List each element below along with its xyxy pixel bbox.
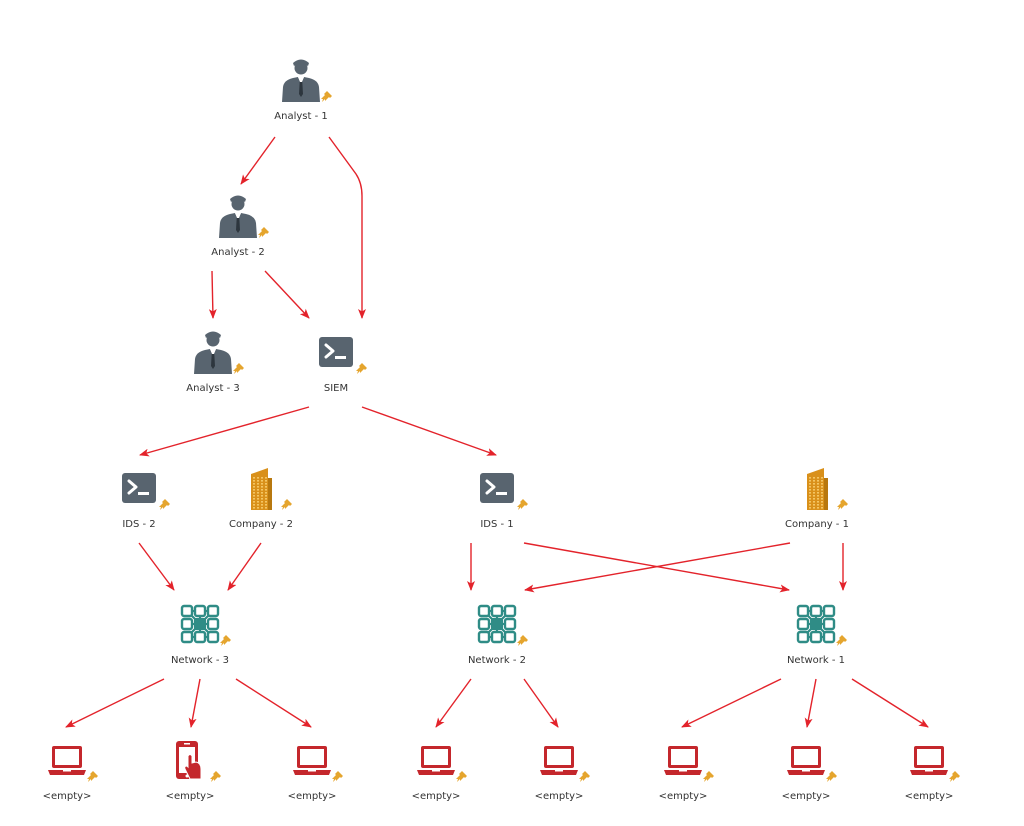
terminal-icon xyxy=(122,473,156,503)
edge-network3-to-e1[interactable] xyxy=(65,678,165,728)
edge-network3-to-e2[interactable] xyxy=(188,678,201,728)
terminal-icon xyxy=(319,337,353,367)
node-label: SIEM xyxy=(324,383,348,394)
pin-icon[interactable] xyxy=(837,499,848,510)
edge-network2-to-e4[interactable] xyxy=(435,678,472,728)
node-network2[interactable]: Network - 2 xyxy=(468,604,528,666)
node-e5[interactable]: <empty> xyxy=(535,746,590,802)
node-label: Analyst - 1 xyxy=(274,111,327,122)
node-analyst2[interactable]: Analyst - 2 xyxy=(211,195,269,259)
edge-company2-to-network3[interactable] xyxy=(227,542,262,591)
laptop-icon xyxy=(787,746,825,775)
network-icon xyxy=(180,604,220,644)
node-siem[interactable]: SIEM xyxy=(319,337,367,394)
node-network1[interactable]: Network - 1 xyxy=(787,604,847,666)
node-label: <empty> xyxy=(782,791,831,802)
laptop-icon xyxy=(664,746,702,775)
node-label: <empty> xyxy=(905,791,954,802)
node-e3[interactable]: <empty> xyxy=(288,746,343,802)
node-label: Analyst - 2 xyxy=(211,247,264,258)
laptop-icon xyxy=(293,746,331,775)
building-icon xyxy=(807,468,828,510)
edge-network1-to-e6[interactable] xyxy=(681,678,782,728)
edge-network1-to-e7[interactable] xyxy=(804,678,817,728)
node-label: Network - 2 xyxy=(468,655,526,666)
node-e2[interactable]: <empty> xyxy=(166,741,221,802)
pin-icon[interactable] xyxy=(159,499,170,510)
phone-icon xyxy=(176,741,202,780)
node-label: IDS - 2 xyxy=(122,519,155,530)
person-icon xyxy=(282,59,320,102)
pin-icon[interactable] xyxy=(321,91,332,102)
node-label: Network - 3 xyxy=(171,655,229,666)
node-label: IDS - 1 xyxy=(480,519,513,530)
node-e8[interactable]: <empty> xyxy=(905,746,960,802)
node-label: <empty> xyxy=(43,791,92,802)
network-icon xyxy=(796,604,836,644)
laptop-icon xyxy=(540,746,578,775)
laptop-icon xyxy=(417,746,455,775)
node-label: <empty> xyxy=(166,791,215,802)
laptop-icon xyxy=(48,746,86,775)
node-network3[interactable]: Network - 3 xyxy=(171,604,231,666)
pin-icon[interactable] xyxy=(579,771,590,782)
pin-icon[interactable] xyxy=(517,635,528,646)
node-label: <empty> xyxy=(412,791,461,802)
terminal-icon xyxy=(480,473,514,503)
edge-company1-to-network2[interactable] xyxy=(524,542,791,593)
edge-siem-to-ids1[interactable] xyxy=(361,406,497,456)
edge-ids2-to-network3[interactable] xyxy=(138,542,175,591)
pin-icon[interactable] xyxy=(517,499,528,510)
node-analyst1[interactable]: Analyst - 1 xyxy=(274,59,332,123)
edge-siem-to-ids2[interactable] xyxy=(139,406,310,457)
edge-analyst1-to-analyst2[interactable] xyxy=(240,136,276,185)
pin-icon[interactable] xyxy=(836,635,847,646)
node-label: <empty> xyxy=(535,791,584,802)
pin-icon[interactable] xyxy=(233,363,244,374)
node-analyst3[interactable]: Analyst - 3 xyxy=(186,331,244,395)
nodes-layer: Analyst - 1 Analyst - 2 Analyst - 3 SIEM IDS… xyxy=(43,59,960,802)
edge-network2-to-e5[interactable] xyxy=(523,678,559,728)
node-label: Analyst - 3 xyxy=(186,383,239,394)
edge-analyst1-to-siem[interactable] xyxy=(328,136,366,319)
node-ids1[interactable]: IDS - 1 xyxy=(480,473,528,530)
node-e7[interactable]: <empty> xyxy=(782,746,837,802)
node-label: Company - 1 xyxy=(785,519,849,530)
pin-icon[interactable] xyxy=(210,771,221,782)
pin-icon[interactable] xyxy=(949,771,960,782)
edge-network1-to-e8[interactable] xyxy=(851,678,929,728)
node-e4[interactable]: <empty> xyxy=(412,746,467,802)
pin-icon[interactable] xyxy=(87,771,98,782)
building-icon xyxy=(251,468,272,510)
pin-icon[interactable] xyxy=(332,771,343,782)
node-ids2[interactable]: IDS - 2 xyxy=(122,473,170,530)
person-icon xyxy=(219,195,257,238)
node-label: Company - 2 xyxy=(229,519,293,530)
edge-analyst2-to-analyst3[interactable] xyxy=(208,270,217,319)
node-label: Network - 1 xyxy=(787,655,845,666)
node-label: <empty> xyxy=(288,791,337,802)
pin-icon[interactable] xyxy=(826,771,837,782)
node-company2[interactable]: Company - 2 xyxy=(229,468,293,530)
pin-icon[interactable] xyxy=(281,499,292,510)
pin-icon[interactable] xyxy=(703,771,714,782)
network-icon xyxy=(477,604,517,644)
node-e1[interactable]: <empty> xyxy=(43,746,98,802)
node-e6[interactable]: <empty> xyxy=(659,746,714,802)
node-label: <empty> xyxy=(659,791,708,802)
pin-icon[interactable] xyxy=(220,635,231,646)
edge-analyst2-to-siem[interactable] xyxy=(264,270,310,319)
pin-icon[interactable] xyxy=(456,771,467,782)
edges-layer xyxy=(65,136,929,728)
pin-icon[interactable] xyxy=(258,227,269,238)
edge-network3-to-e3[interactable] xyxy=(235,678,312,728)
person-icon xyxy=(194,331,232,374)
node-company1[interactable]: Company - 1 xyxy=(785,468,849,530)
pin-icon[interactable] xyxy=(356,363,367,374)
laptop-icon xyxy=(910,746,948,775)
